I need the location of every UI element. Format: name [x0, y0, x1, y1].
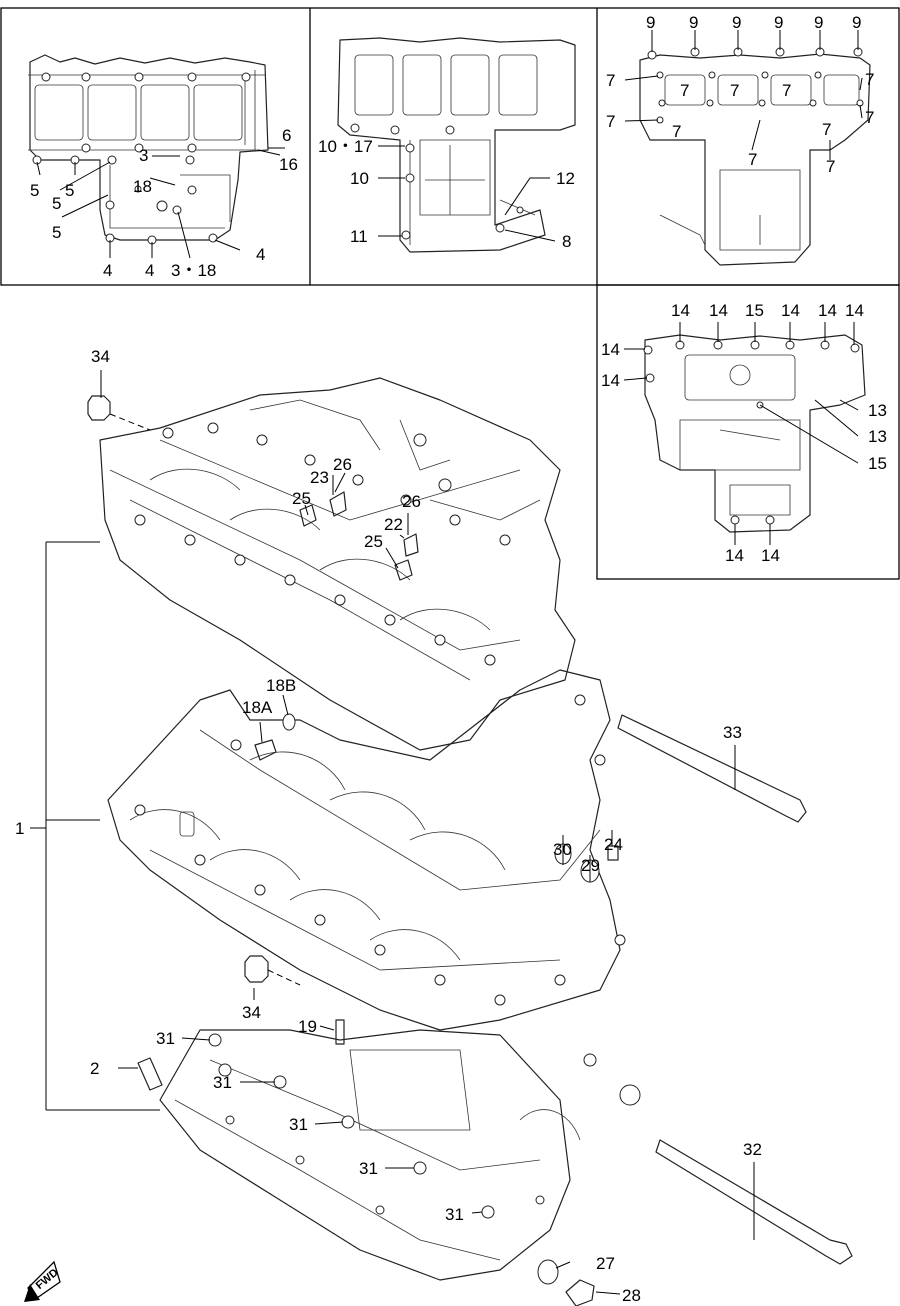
label-5-c: 5: [52, 194, 61, 213]
upper-crankcase: [99, 377, 576, 751]
label-7-b: 7: [680, 81, 689, 100]
label-10-17: 10・17: [318, 137, 373, 156]
label-7-g: 7: [672, 122, 681, 141]
label-18: 18: [133, 177, 152, 196]
inset-4-leaders: [623, 322, 859, 545]
label-7-e: 7: [865, 70, 874, 89]
label-9-f: 9: [852, 13, 861, 32]
label-14-c: 14: [781, 301, 800, 320]
inset-2-leaders: [378, 145, 556, 242]
label-3: 3: [139, 146, 148, 165]
label-7-j: 7: [748, 150, 757, 169]
label-31-d: 31: [359, 1159, 378, 1178]
label-23: 23: [310, 468, 329, 487]
label-4-c: 4: [256, 245, 265, 264]
label-31-b: 31: [213, 1073, 232, 1092]
label-14-g: 14: [601, 371, 620, 390]
label-33: 33: [723, 723, 742, 742]
label-5-a: 5: [30, 181, 39, 200]
label-14-e: 14: [845, 301, 864, 320]
label-15-b: 15: [868, 454, 887, 473]
label-27: 27: [596, 1254, 615, 1273]
inset-frame-top: [0, 7, 900, 286]
label-13-b: 13: [868, 427, 887, 446]
label-31-a: 31: [156, 1029, 175, 1048]
label-2: 2: [90, 1059, 99, 1078]
label-7-a: 7: [606, 71, 615, 90]
label-1: 1: [15, 819, 24, 838]
label-7-k: 7: [826, 157, 835, 176]
label-10: 10: [350, 169, 369, 188]
small-parts: [87, 395, 853, 1306]
label-15-a: 15: [745, 301, 764, 320]
label-14-i: 14: [761, 546, 780, 565]
label-9-c: 9: [732, 13, 741, 32]
label-34-b: 34: [242, 1003, 261, 1022]
inset-1-upper-case: [28, 54, 269, 245]
label-14-a: 14: [671, 301, 690, 320]
lower-crankcase: [107, 669, 626, 1031]
label-14-h: 14: [725, 546, 744, 565]
label-9-b: 9: [689, 13, 698, 32]
label-26-b: 26: [402, 492, 421, 511]
label-12: 12: [556, 169, 575, 188]
label-9-d: 9: [774, 13, 783, 32]
inset-2-lower-case: [337, 37, 576, 253]
label-13-a: 13: [868, 401, 887, 420]
label-31-e: 31: [445, 1205, 464, 1224]
label-26-a: 26: [333, 455, 352, 474]
label-8: 8: [562, 232, 571, 251]
label-30: 30: [553, 840, 572, 859]
label-25-b: 25: [364, 532, 383, 551]
label-14-f: 14: [601, 340, 620, 359]
label-9-e: 9: [814, 13, 823, 32]
label-29: 29: [581, 856, 600, 875]
label-7-h: 7: [822, 120, 831, 139]
fwd-arrow-icon: FWD: [24, 1260, 61, 1302]
inset-frame-right: [596, 284, 900, 580]
label-24: 24: [604, 835, 623, 854]
label-16: 16: [279, 155, 298, 174]
label-4-a: 4: [103, 261, 112, 280]
label-25-a: 25: [292, 489, 311, 508]
label-5-d: 5: [52, 223, 61, 242]
label-5-b: 5: [65, 181, 74, 200]
label-18b: 18B: [266, 676, 296, 695]
label-18a: 18A: [242, 698, 273, 717]
label-14-b: 14: [709, 301, 728, 320]
inset-3-case-bolts: [639, 47, 871, 266]
label-22: 22: [384, 515, 403, 534]
label-6: 6: [282, 126, 291, 145]
label-7-c: 7: [730, 81, 739, 100]
label-9-a: 9: [646, 13, 655, 32]
inset-4-case-bolts: [643, 334, 866, 533]
label-19: 19: [298, 1017, 317, 1036]
label-14-d: 14: [818, 301, 837, 320]
label-7-i: 7: [865, 108, 874, 127]
label-34-a: 34: [91, 347, 110, 366]
label-31-c: 31: [289, 1115, 308, 1134]
label-7-d: 7: [782, 81, 791, 100]
oil-pan: [159, 1029, 641, 1281]
label-32: 32: [743, 1140, 762, 1159]
label-3-18: 3・18: [171, 261, 216, 280]
label-7-f: 7: [606, 112, 615, 131]
inset-3-leaders: [624, 30, 863, 160]
label-11: 11: [350, 227, 368, 246]
main-leaders: [30, 370, 755, 1295]
label-4-b: 4: [145, 261, 154, 280]
label-28: 28: [622, 1286, 641, 1305]
inset-1-leaders: [36, 147, 285, 259]
